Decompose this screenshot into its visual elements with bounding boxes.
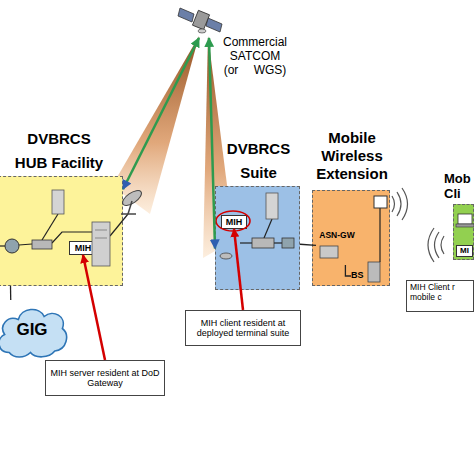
hub-facility-box: DVBRCS HUB FacilityMIH bbox=[0, 176, 123, 286]
laptop-base bbox=[456, 224, 474, 227]
server-slot bbox=[95, 230, 107, 231]
radio-wave bbox=[397, 192, 401, 216]
server-icon bbox=[92, 222, 110, 266]
wire bbox=[19, 244, 32, 245]
terminal-suite-box: DVBRCS SuiteMIH bbox=[215, 186, 300, 290]
device-label: ASN-GW bbox=[316, 231, 358, 241]
callout-box: MIH client resident at deployed terminal… bbox=[185, 310, 301, 346]
wireless-equipment bbox=[320, 188, 408, 282]
device-label: BS bbox=[351, 270, 367, 280]
server-slot bbox=[95, 238, 107, 239]
solar-panel bbox=[206, 18, 222, 32]
wireless-extension-box: Mobile Wireless ExtensionASN-GWBS bbox=[312, 190, 390, 286]
satellite-link bbox=[209, 38, 215, 248]
server-icon bbox=[52, 190, 64, 214]
terminal-dish bbox=[220, 253, 232, 259]
radio-wave bbox=[428, 228, 434, 262]
highlight-ellipse bbox=[216, 211, 250, 231]
mih-server-box: MIH bbox=[69, 241, 97, 255]
satellite-node: Commercial SATCOM (or WGS) bbox=[185, 4, 225, 38]
callout-text: MIH server resident at DoD Gateway bbox=[46, 361, 164, 395]
extension-title: Mobile Wireless Extension bbox=[311, 129, 393, 183]
radio-wave bbox=[435, 232, 440, 258]
antenna-feed bbox=[379, 208, 380, 262]
satellite-label: Commercial SATCOM (or WGS) bbox=[220, 36, 290, 77]
antenna-icon bbox=[374, 196, 387, 208]
dish-antenna bbox=[120, 188, 144, 209]
wire bbox=[110, 214, 128, 236]
callout-arrow bbox=[234, 229, 243, 310]
client-equipment bbox=[428, 214, 474, 262]
network-wire bbox=[10, 286, 12, 300]
satellite-beam bbox=[112, 36, 199, 214]
wire bbox=[42, 214, 58, 240]
gateway-device: ASN-GW bbox=[316, 231, 358, 265]
callout-text: MIH client resident at deployed terminal… bbox=[186, 311, 300, 345]
callout-box: MIH Client r mobile c bbox=[406, 280, 474, 312]
mih-client-box: MIH bbox=[221, 215, 247, 229]
wire bbox=[274, 242, 282, 243]
wire bbox=[52, 232, 92, 243]
satellite-link bbox=[123, 38, 199, 189]
network-wire bbox=[345, 265, 351, 276]
facility-title: DVBRCS HUB Facility bbox=[12, 127, 106, 175]
solar-panel bbox=[178, 8, 194, 22]
router-icon bbox=[282, 238, 294, 248]
suite-title: DVBRCS Suite bbox=[221, 137, 296, 185]
gateway-icon bbox=[320, 246, 338, 258]
mobile-client-box: Mob CliMI bbox=[453, 204, 474, 260]
dish-base bbox=[121, 213, 136, 215]
server-icon bbox=[266, 193, 278, 219]
radio-wave bbox=[402, 188, 408, 220]
satellite-icon bbox=[178, 8, 222, 33]
mih-label: MIH bbox=[70, 242, 96, 254]
client-title: Mob Cli bbox=[444, 171, 474, 201]
switch-icon bbox=[32, 240, 52, 249]
mih-label: MI bbox=[457, 246, 472, 256]
base-station-icon bbox=[368, 262, 380, 282]
laptop-screen bbox=[458, 214, 472, 224]
switch-icon bbox=[252, 238, 274, 248]
cloud-label: GIG bbox=[0, 300, 70, 360]
mih-label: MIH bbox=[222, 216, 246, 228]
satellite-dish bbox=[198, 29, 206, 33]
network-wire bbox=[300, 244, 316, 245]
satellite-body bbox=[192, 10, 209, 29]
callout-arrow bbox=[83, 255, 105, 360]
radio-wave bbox=[441, 236, 444, 254]
wire bbox=[0, 245, 5, 246]
suite-equipment bbox=[216, 193, 294, 259]
radio-wave bbox=[392, 196, 395, 212]
wire bbox=[264, 219, 272, 238]
base-station-device: BS bbox=[351, 267, 389, 285]
gig-cloud: GIG bbox=[0, 300, 70, 360]
mih-mobile-box: MI bbox=[456, 245, 473, 257]
callout-text: MIH Client r mobile c bbox=[407, 281, 473, 305]
callout-box: MIH server resident at DoD Gateway bbox=[45, 360, 165, 396]
dish-stand bbox=[128, 201, 132, 214]
router-icon bbox=[5, 239, 19, 253]
wire bbox=[240, 242, 252, 243]
hub-equipment bbox=[0, 188, 144, 266]
